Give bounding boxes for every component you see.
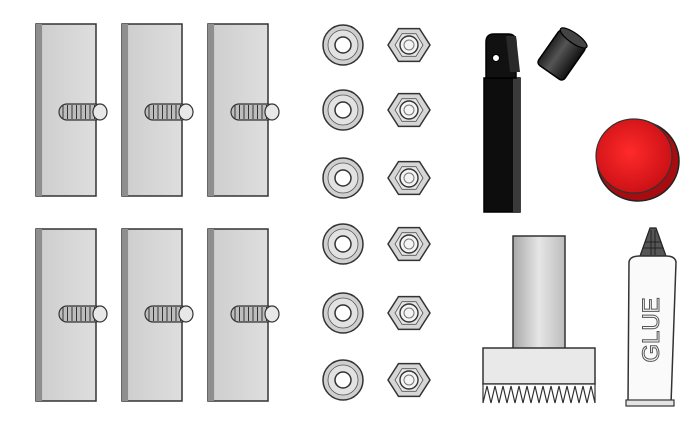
- washer: [322, 292, 364, 334]
- tool-handle: [483, 33, 521, 213]
- glue-tube: GLUE: [625, 227, 677, 407]
- hex-nut: [387, 295, 431, 331]
- washer: [322, 24, 364, 66]
- red-disc: [595, 118, 680, 202]
- plate-with-stud: [207, 23, 280, 197]
- plate-with-stud: [207, 228, 280, 402]
- spreader-tool: [482, 235, 596, 404]
- hex-nut: [387, 160, 431, 196]
- hex-nut: [387, 27, 431, 63]
- hex-nut: [387, 92, 431, 128]
- washer: [322, 359, 364, 401]
- plate-with-stud: [121, 228, 194, 402]
- washer: [322, 89, 364, 131]
- plate-with-stud: [121, 23, 194, 197]
- hex-nut: [387, 226, 431, 262]
- plate-with-stud: [35, 228, 108, 402]
- tool-cap: [537, 27, 588, 81]
- glue-label: GLUE: [638, 297, 665, 362]
- washer: [322, 223, 364, 265]
- hex-nuts: [387, 27, 431, 398]
- plates-with-studs: [35, 23, 280, 402]
- washers: [322, 24, 364, 401]
- washer: [322, 157, 364, 199]
- hex-nut: [387, 362, 431, 398]
- plate-with-stud: [35, 23, 108, 197]
